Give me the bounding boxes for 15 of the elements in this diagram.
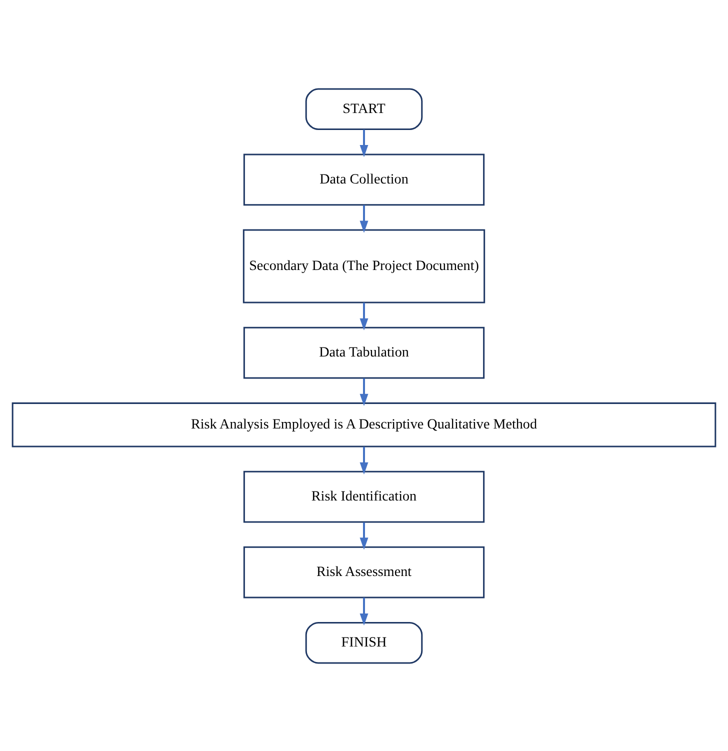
- node-box: Risk Assessment: [243, 546, 485, 598]
- node-box: START: [305, 88, 423, 130]
- node-box: Data Collection: [243, 153, 485, 206]
- node-box: FINISH: [305, 621, 423, 664]
- node-box: Data Tabulation: [243, 326, 485, 378]
- arrow: [360, 302, 368, 330]
- arrow: [360, 129, 368, 157]
- arrow: [360, 597, 368, 626]
- node-box: Risk Identification: [243, 470, 485, 522]
- node-box: Risk Analysis Employed is A Descriptive Qualitative Method: [12, 402, 716, 447]
- arrow: [360, 446, 368, 474]
- arrow: [360, 204, 368, 232]
- arrow: [360, 522, 368, 550]
- node-box: Secondary Data (The Project Document): [242, 228, 486, 303]
- arrow: [360, 378, 368, 406]
